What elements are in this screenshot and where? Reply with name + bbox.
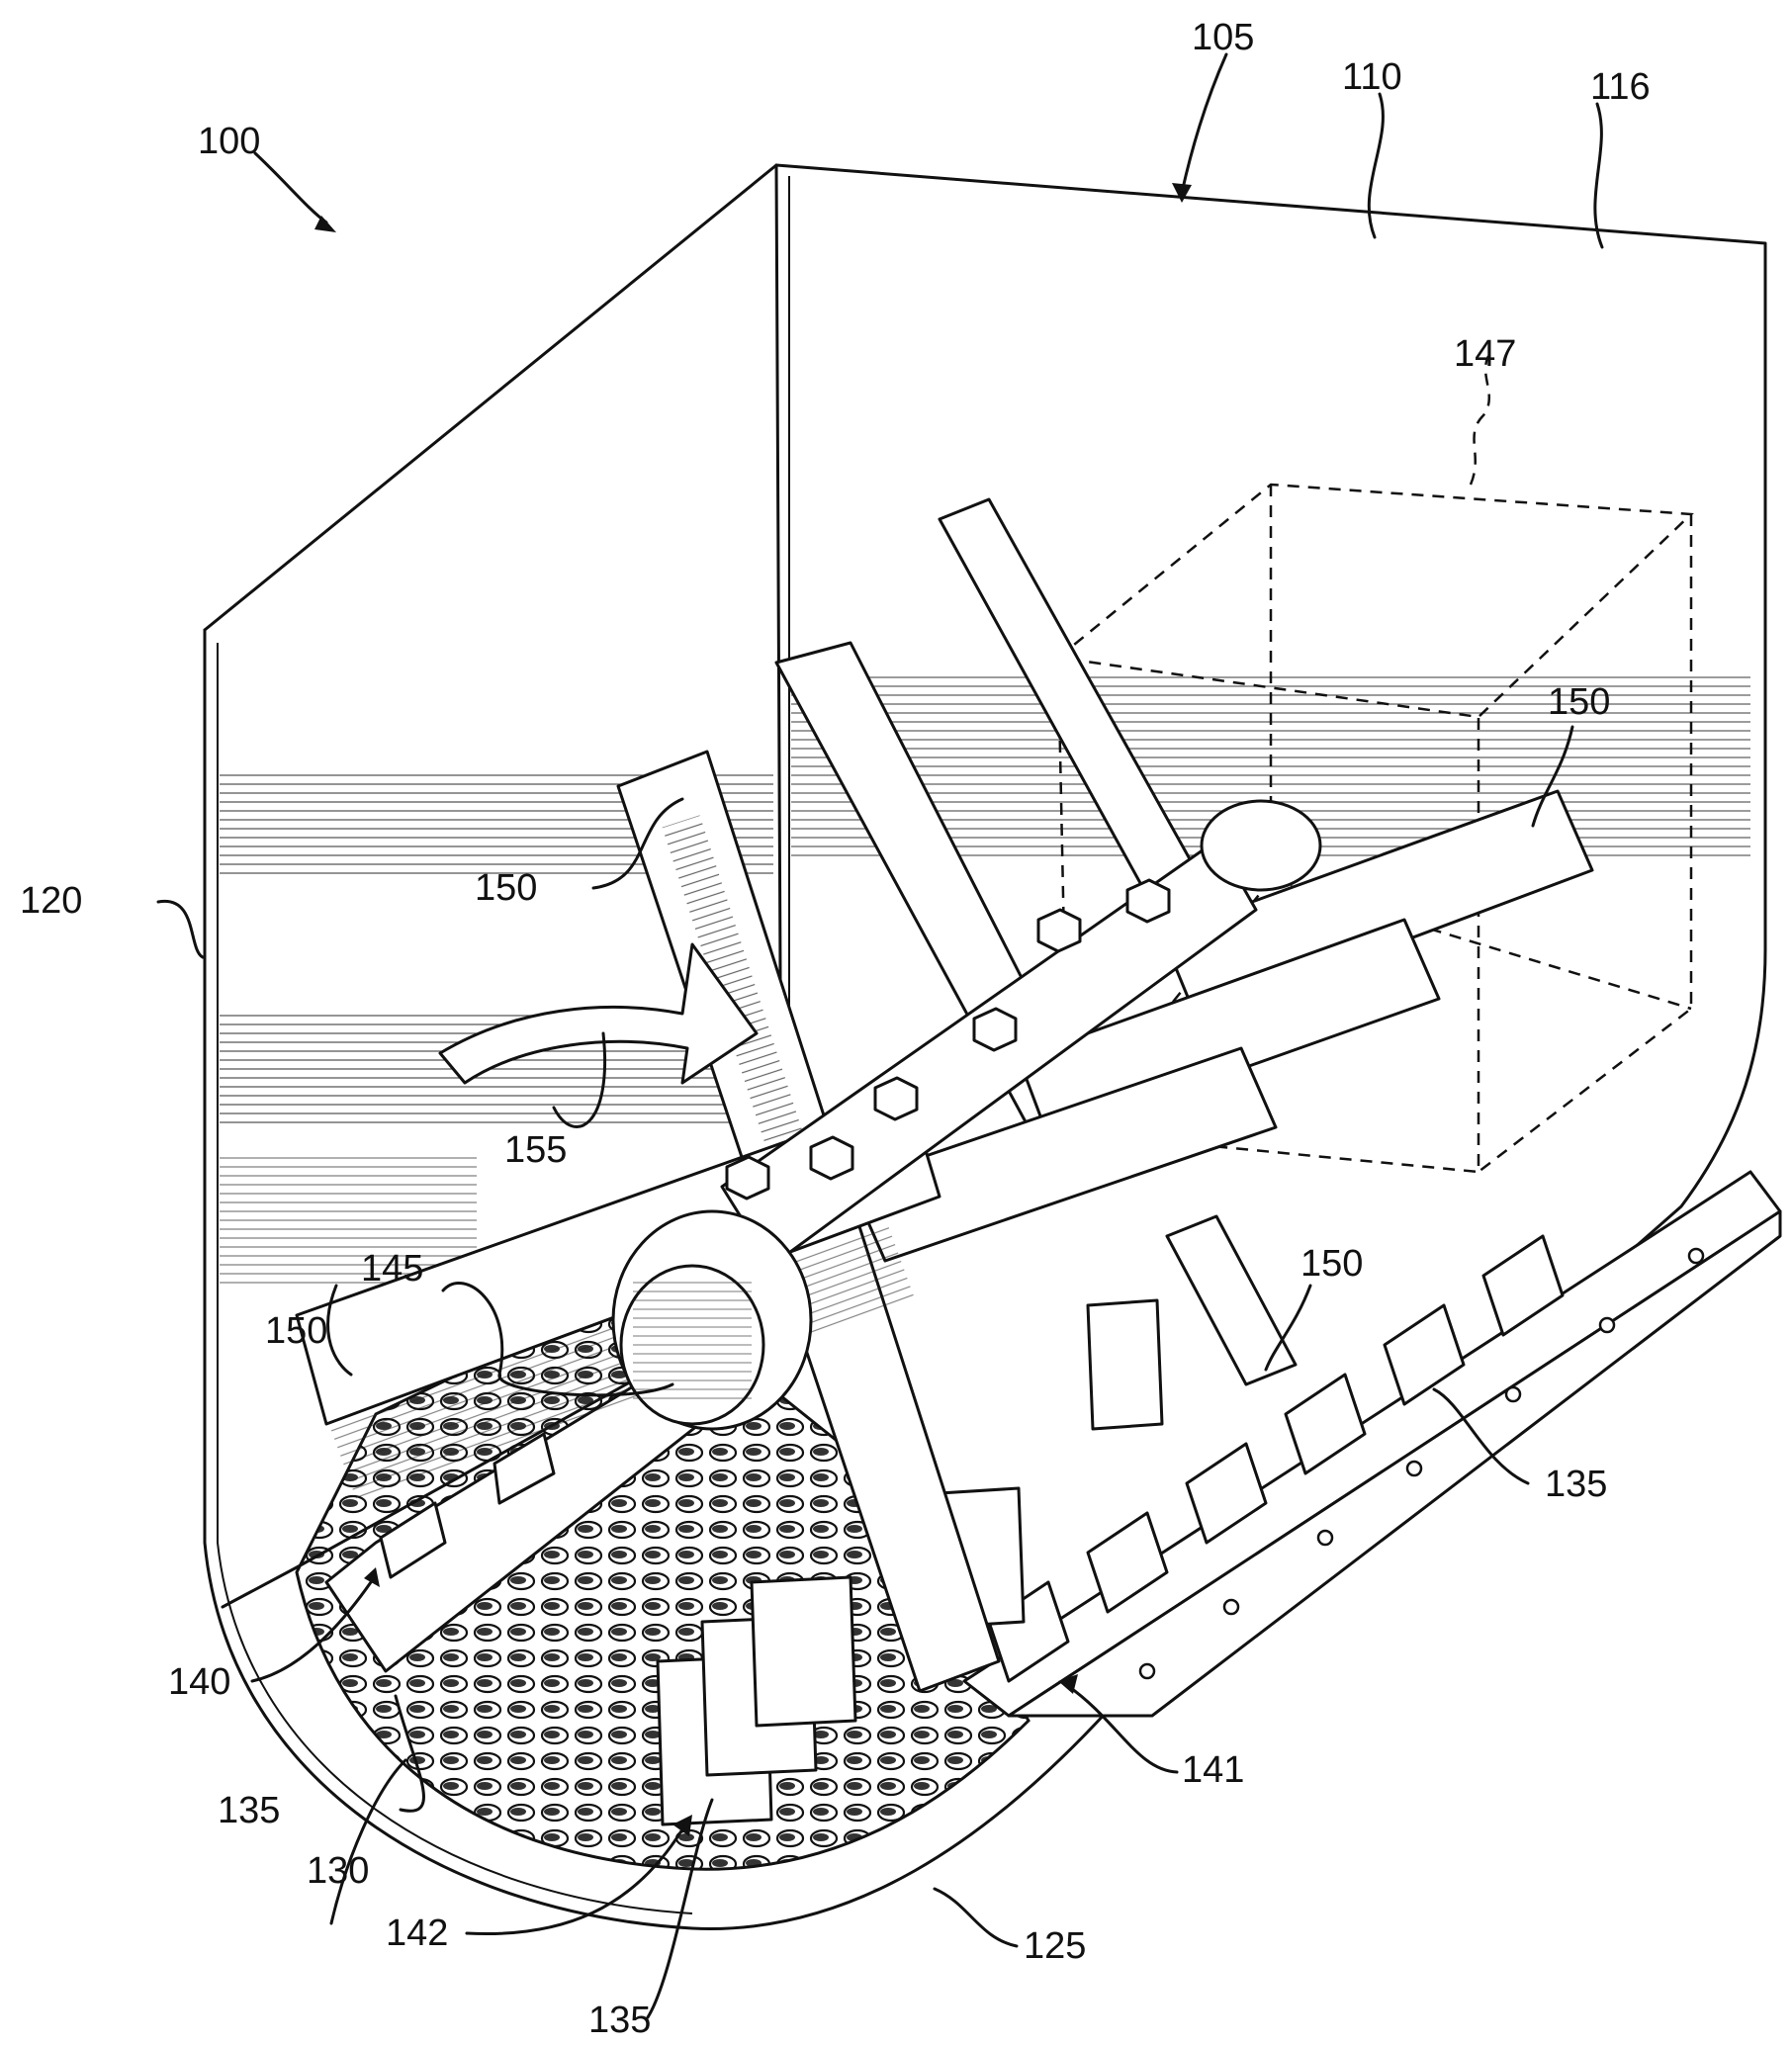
label-141: 141 <box>1182 1749 1244 1791</box>
right-tooth-rack <box>964 1172 1780 1716</box>
label-100: 100 <box>198 121 260 162</box>
label-150-lower-right: 150 <box>1300 1243 1363 1285</box>
label-135-right: 135 <box>1545 1464 1607 1505</box>
label-116: 116 <box>1590 66 1651 108</box>
label-150-upper-left: 150 <box>475 867 537 909</box>
label-110: 110 <box>1342 56 1402 98</box>
label-120: 120 <box>20 880 82 922</box>
label-155: 155 <box>504 1129 567 1171</box>
label-140: 140 <box>168 1661 230 1703</box>
label-135-left: 135 <box>218 1790 280 1831</box>
label-150-upper-right: 150 <box>1548 681 1610 723</box>
label-135-bottom: 135 <box>588 2000 651 2041</box>
label-142: 142 <box>386 1913 448 1954</box>
label-145: 145 <box>361 1248 423 1290</box>
paddle-lower-angled <box>1167 1216 1296 1384</box>
label-150-lower-left: 150 <box>265 1310 327 1352</box>
label-147: 147 <box>1454 333 1516 375</box>
label-125: 125 <box>1024 1925 1086 1967</box>
shaft-end-far <box>1202 801 1320 890</box>
label-105: 105 <box>1192 17 1254 58</box>
label-130: 130 <box>307 1850 369 1892</box>
